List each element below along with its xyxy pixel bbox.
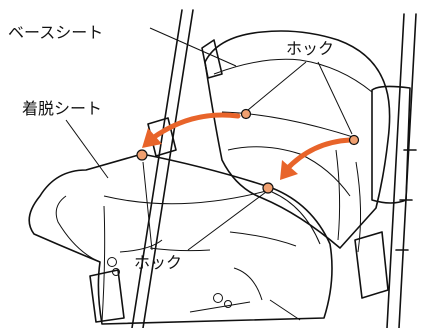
removable-seat xyxy=(28,153,333,325)
label-base-seat: ベースシート xyxy=(8,23,103,42)
hooks xyxy=(136,108,360,194)
base-seat xyxy=(204,30,391,253)
leader-lines xyxy=(65,27,353,251)
attach-arrow-left-head xyxy=(142,128,162,148)
attach-arrow-left xyxy=(147,112,241,143)
label-hook-top: ホック xyxy=(286,39,334,58)
attach-arrows xyxy=(142,112,353,180)
hook-base-right xyxy=(348,134,360,146)
attach-arrow-right-head xyxy=(280,160,298,180)
attach-arrow-right xyxy=(283,137,353,173)
hook-seat-right xyxy=(262,182,274,194)
label-hook-bottom: ホック xyxy=(134,253,182,272)
stroller-frame xyxy=(89,9,417,328)
label-removable-seat: 着脱シート xyxy=(22,99,102,118)
hook-seat-left xyxy=(136,149,148,161)
hook-base-left xyxy=(240,108,252,120)
